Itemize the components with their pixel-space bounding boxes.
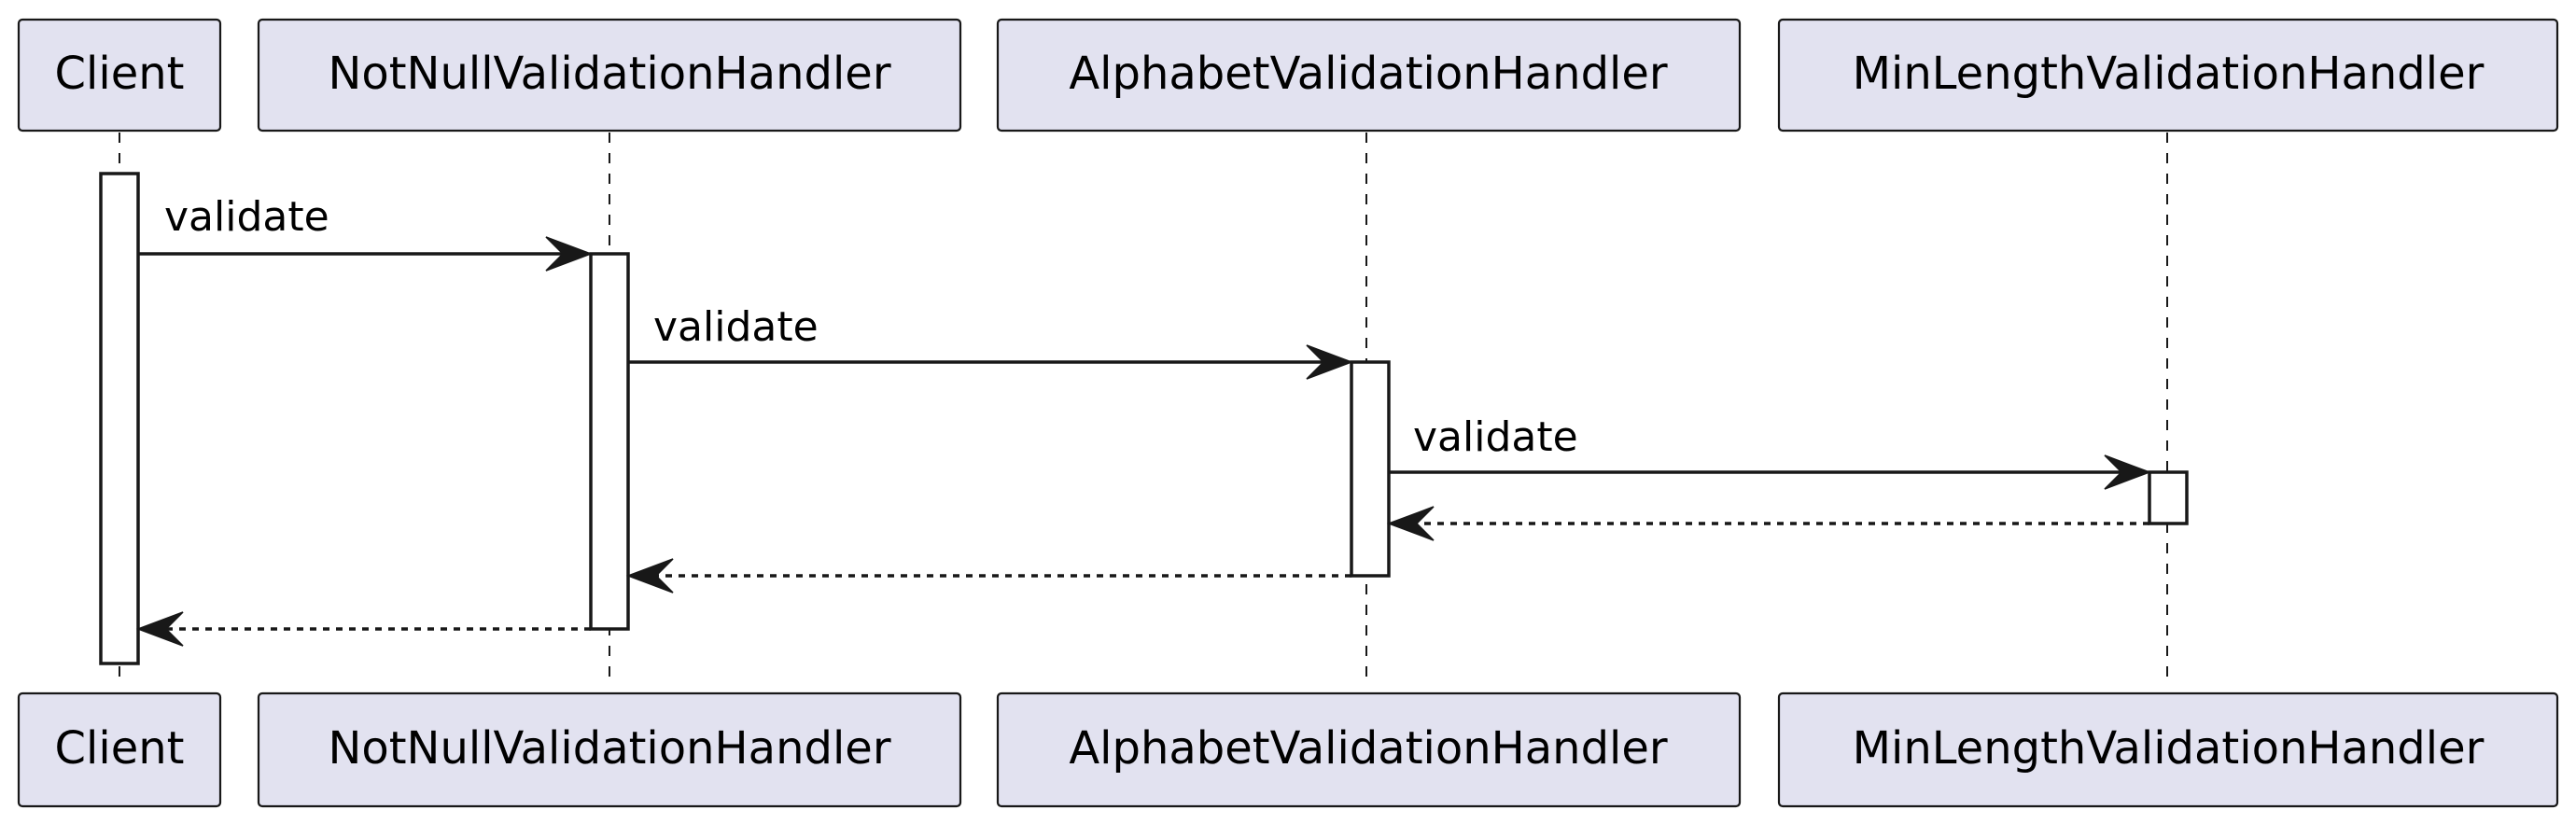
activation-minlength-handler (2148, 470, 2189, 525)
participant-label: AlphabetValidationHandler (1069, 48, 1668, 100)
message-label: validate (164, 193, 329, 241)
message-label: validate (1413, 413, 1578, 461)
message-notnull-to-alphabet: validate (628, 303, 1354, 380)
arrowhead-right-icon (545, 236, 594, 272)
activation-notnull-handler (589, 252, 630, 631)
return-minlength-to-alphabet (1386, 506, 2149, 541)
arrowhead-left-icon (1386, 506, 1435, 541)
participant-label: NotNullValidationHandler (328, 722, 890, 775)
participant-alphabet-handler-bottom: AlphabetValidationHandler (996, 691, 1742, 808)
participant-notnull-handler-bottom: NotNullValidationHandler (257, 691, 962, 808)
message-client-to-notnull: validate (138, 193, 594, 272)
message-label: validate (653, 303, 819, 351)
participant-notnull-handler-top: NotNullValidationHandler (257, 18, 962, 133)
participant-label: MinLengthValidationHandler (1853, 722, 2485, 775)
participant-client-bottom: Client (17, 691, 222, 808)
message-alphabet-to-minlength: validate (1389, 413, 2152, 490)
participant-label: Client (55, 48, 185, 100)
participant-label: Client (55, 722, 185, 775)
return-notnull-to-client (135, 611, 591, 647)
participant-minlength-handler-top: MinLengthValidationHandler (1777, 18, 2559, 133)
activation-client (99, 172, 140, 665)
activation-alphabet-handler (1350, 360, 1391, 578)
arrowhead-right-icon (2104, 454, 2152, 490)
participant-minlength-handler-bottom: MinLengthValidationHandler (1777, 691, 2559, 808)
arrowhead-right-icon (1306, 344, 1354, 380)
return-alphabet-to-notnull (625, 558, 1351, 594)
participant-label: AlphabetValidationHandler (1069, 722, 1668, 775)
participant-label: NotNullValidationHandler (328, 48, 890, 100)
arrowhead-left-icon (625, 558, 674, 594)
arrowhead-left-icon (135, 611, 184, 647)
participant-label: MinLengthValidationHandler (1853, 48, 2485, 100)
participant-alphabet-handler-top: AlphabetValidationHandler (996, 18, 1742, 133)
participant-client-top: Client (17, 18, 222, 133)
